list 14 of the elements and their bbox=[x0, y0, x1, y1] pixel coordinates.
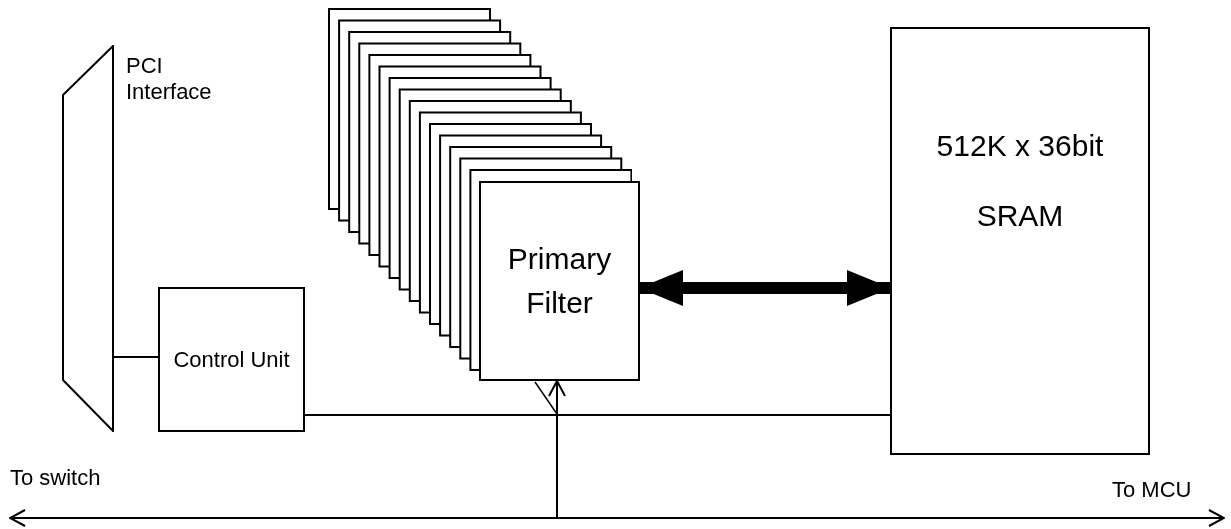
box-label: Control Unit bbox=[172, 346, 291, 373]
filter-box bbox=[479, 181, 640, 381]
memory-label: 512K x 36bit bbox=[936, 129, 1104, 163]
connector-line bbox=[304, 414, 891, 416]
bus-label: To switch bbox=[10, 464, 101, 492]
bus-label: To MCU bbox=[1112, 476, 1192, 504]
arrow bbox=[548, 380, 566, 519]
interface-label: PCI Interface bbox=[126, 53, 213, 105]
memory-block bbox=[890, 27, 1150, 455]
box-label: Primary Filter bbox=[506, 241, 613, 321]
memory-label: SRAM bbox=[976, 199, 1064, 233]
arrow bbox=[9, 509, 1225, 527]
bus-arrow bbox=[639, 270, 891, 306]
process-box bbox=[158, 287, 305, 432]
